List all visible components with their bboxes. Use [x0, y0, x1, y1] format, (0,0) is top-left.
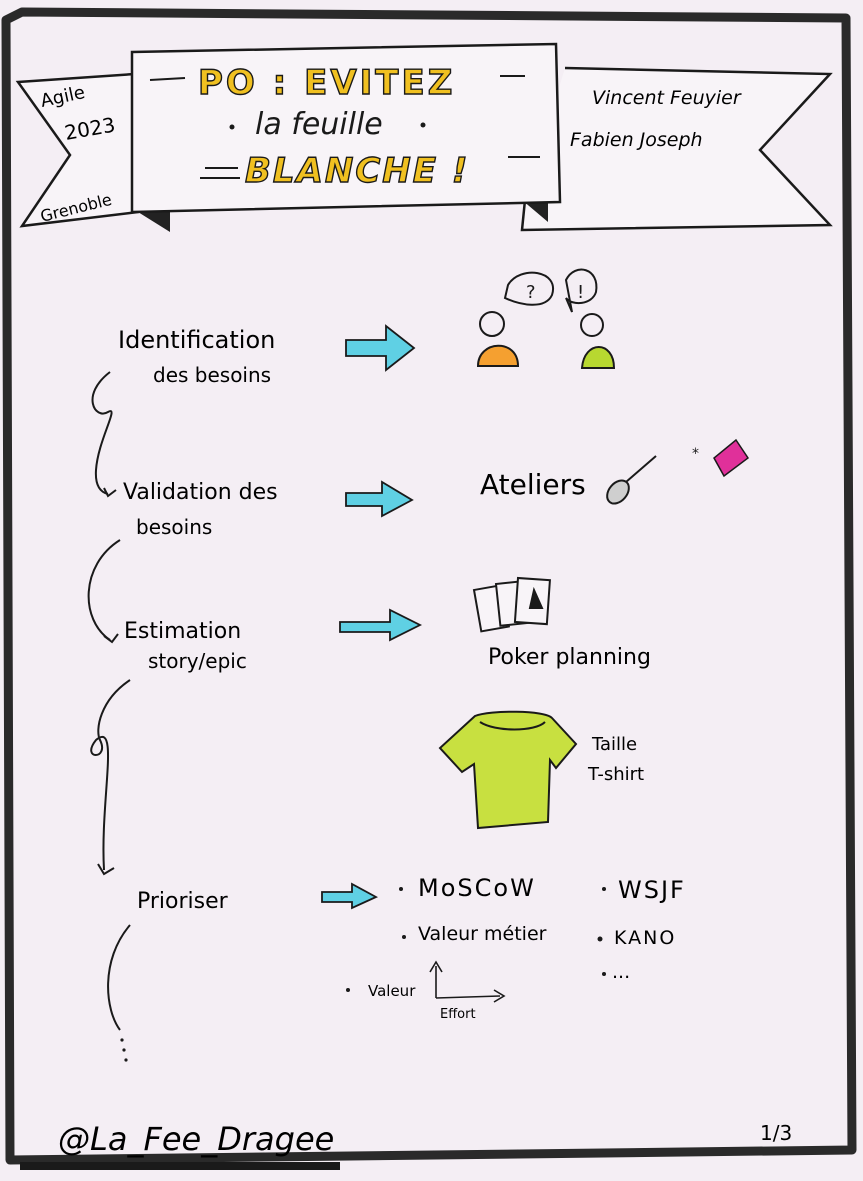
right-ribbon	[520, 66, 833, 232]
gem-icon: *	[692, 438, 750, 478]
tshirt-icon	[438, 710, 578, 830]
left-ribbon	[15, 72, 140, 228]
banner-title-line2: la feuille	[255, 107, 383, 142]
step-2-line1: Validation des	[123, 480, 278, 505]
footer-handle: @La_Fee_Dragee	[58, 1120, 334, 1158]
arrow-2	[345, 480, 414, 518]
step-1-line2: des besoins	[153, 363, 271, 387]
banner-decorations	[149, 75, 540, 179]
prio-moscow: MoSCoW	[418, 874, 536, 902]
whisk-icon	[606, 455, 657, 505]
page-frame	[1, 7, 857, 1165]
author-2: Fabien Joseph	[570, 129, 703, 151]
svg-text:?: ?	[526, 282, 536, 303]
arrow-4	[321, 882, 379, 910]
effort-label: Effort	[440, 1007, 476, 1022]
arrow-3	[339, 608, 423, 642]
arrows	[321, 324, 423, 910]
main-banner	[130, 42, 562, 214]
people-discussion-icon: ? !	[476, 268, 616, 369]
step-connectors	[87, 371, 131, 1031]
banner-title-line1: PO : EVITEZ	[198, 63, 455, 103]
prio-kano: KANO	[614, 927, 676, 949]
svg-text:!: !	[577, 282, 584, 303]
tshirt-label-2: T-shirt	[587, 764, 644, 785]
continuation-dots	[120, 1038, 128, 1062]
author-1: Vincent Feuyier	[592, 87, 742, 109]
step-4-line1: Prioriser	[137, 889, 229, 914]
tshirt-label-1: Taille	[591, 734, 637, 755]
step-3-line2: story/epic	[148, 649, 247, 673]
ateliers-label: Ateliers	[480, 468, 586, 501]
svg-text:*: *	[692, 446, 699, 462]
poker-cards-icon	[472, 576, 551, 633]
page-number: 1/3	[760, 1121, 792, 1145]
right-ribbon-fold	[522, 198, 548, 222]
prio-more: ...	[612, 961, 630, 983]
step-3-line1: Estimation	[124, 619, 241, 644]
value-effort-axes	[429, 960, 506, 1003]
left-ribbon-fold	[138, 208, 170, 232]
poker-label: Poker planning	[488, 645, 651, 670]
bullets	[346, 887, 606, 992]
step-2-line2: besoins	[136, 515, 212, 539]
prio-valeur-metier: Valeur métier	[418, 923, 547, 945]
arrow-1	[345, 324, 416, 372]
banner-title-line3: BLANCHE !	[245, 151, 469, 191]
prio-wsjf: WSJF	[618, 876, 686, 904]
step-1-line1: Identification	[118, 326, 275, 354]
valeur-label: Valeur	[368, 982, 416, 1000]
